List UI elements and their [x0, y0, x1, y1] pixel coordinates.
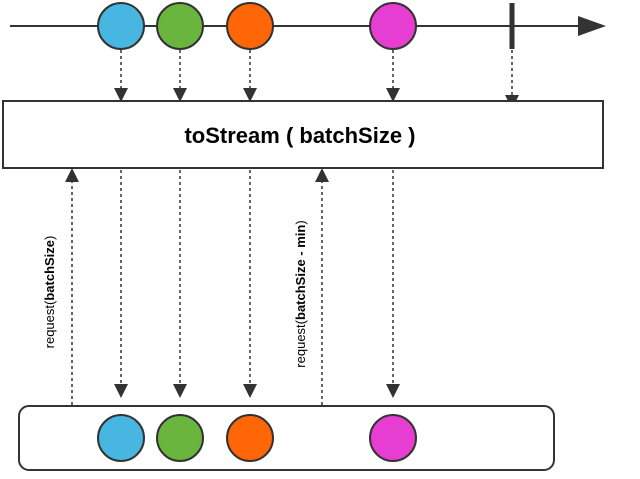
operator-box: toStream ( batchSize )	[2, 100, 604, 169]
input-marble-magenta	[369, 2, 417, 50]
input-emission-arrow-head	[173, 88, 187, 102]
output-marbles	[97, 414, 417, 462]
input-emission-arrow-head	[386, 88, 400, 102]
input-emission-arrow-head	[114, 88, 128, 102]
output-stream-box	[18, 405, 555, 471]
output-marble-orange	[226, 414, 274, 462]
output-stream	[18, 405, 555, 471]
request-arrow-head	[315, 168, 329, 182]
request-label-suffix: )	[42, 236, 57, 240]
input-marbles	[97, 2, 417, 50]
output-marble-magenta	[369, 414, 417, 462]
output-emission-arrow-head	[173, 384, 187, 398]
request-label-batchsize-min: request(batchSize - min)	[293, 220, 308, 367]
request-label-prefix: request(	[42, 300, 57, 348]
request-label-suffix: )	[293, 220, 308, 224]
operator-label: toStream ( batchSize )	[184, 123, 415, 148]
request-arrow-head	[65, 168, 79, 182]
source-timeline-arrow-icon	[578, 16, 606, 36]
request-label-prefix: request(	[293, 319, 308, 367]
output-marble-green	[156, 414, 204, 462]
input-marble-orange	[226, 2, 274, 50]
request-label-arg: batchSize	[42, 240, 57, 301]
request-label-arg: batchSize - min	[293, 225, 308, 320]
output-marble-blue	[97, 414, 145, 462]
request-label-batchsize: request(batchSize)	[42, 236, 57, 349]
request-arrows	[65, 168, 329, 405]
input-emission-arrow-head	[243, 88, 257, 102]
input-marble-blue	[97, 2, 145, 50]
output-emission-arrows	[114, 170, 400, 398]
output-emission-arrow-head	[386, 384, 400, 398]
input-marble-green	[156, 2, 204, 50]
output-emission-arrow-head	[114, 384, 128, 398]
output-emission-arrow-head	[243, 384, 257, 398]
operator-box-frame	[2, 100, 604, 169]
